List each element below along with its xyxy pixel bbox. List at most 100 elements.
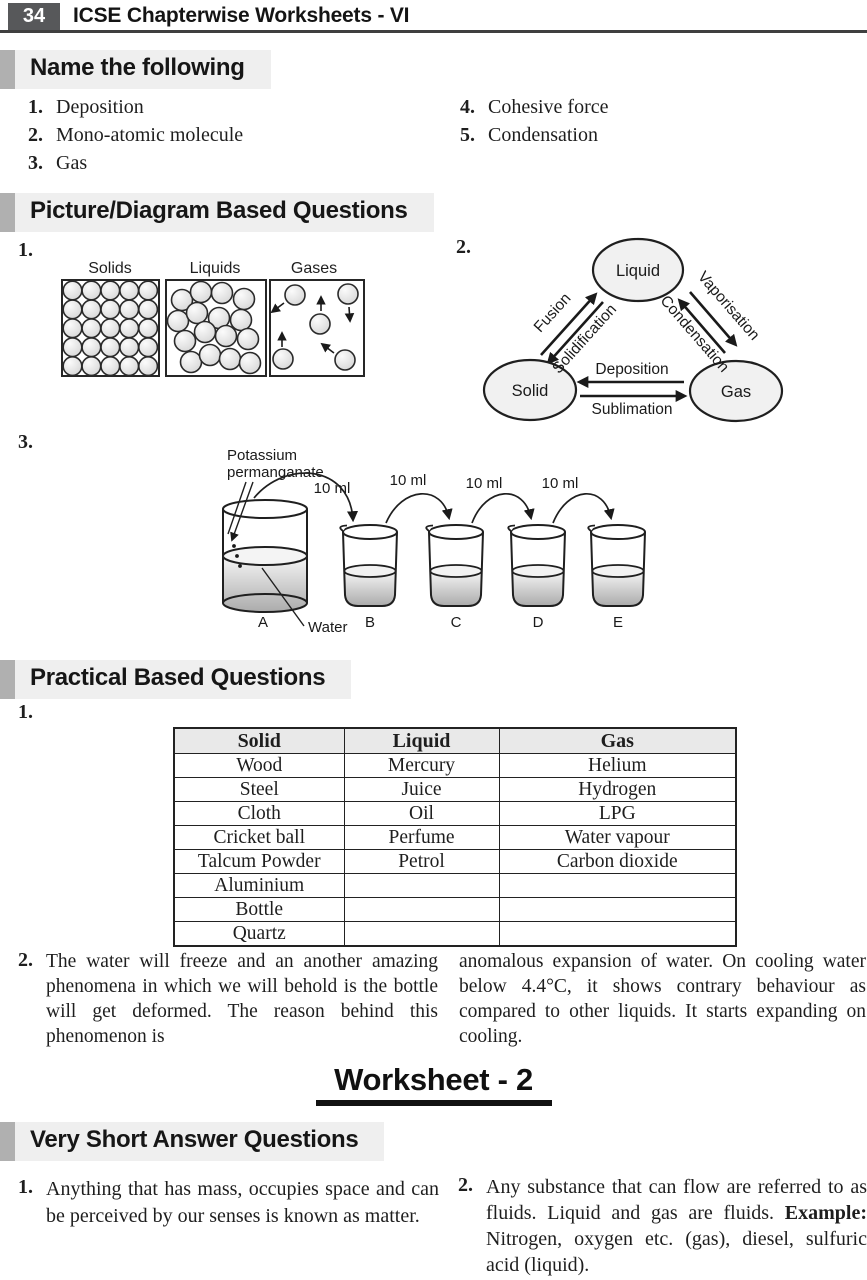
state-change-triangle-diagram: Liquid Solid Gas Fusion Solidification V… xyxy=(482,237,784,423)
table-header-row: Solid Liquid Gas xyxy=(173,727,737,754)
liquids-label: Liquids xyxy=(190,260,241,277)
column-header: Solid xyxy=(173,727,345,754)
liquid-particles xyxy=(166,280,262,375)
cell: Petrol xyxy=(343,849,500,874)
item-text: Deposition xyxy=(56,96,144,118)
solid-particles xyxy=(62,280,159,377)
volume-label: 10 ml xyxy=(542,475,579,492)
worksheet-title: Worksheet - 2 xyxy=(334,1062,533,1097)
cell: Quartz xyxy=(173,921,345,947)
transfer-arc-4 xyxy=(552,493,615,524)
cell: Helium xyxy=(498,753,737,778)
section-heading-label: Picture/Diagram Based Questions xyxy=(15,193,434,232)
water-pointer-line xyxy=(261,567,305,627)
page-number-badge: 34 xyxy=(8,3,60,30)
question-number: 1. xyxy=(18,701,33,723)
question-number: 1. xyxy=(18,239,33,261)
substance-label-line1: Potassium xyxy=(227,447,297,464)
condensation-arrow xyxy=(677,298,726,354)
solids-label: Solids xyxy=(88,260,132,277)
cell xyxy=(343,873,500,898)
volume-label: 10 ml xyxy=(390,472,427,489)
answer-text-part: Any substance that can flow are referred… xyxy=(486,1176,867,1224)
column-header: Liquid xyxy=(343,727,500,754)
volume-label: 10 ml xyxy=(466,475,503,492)
item-number: 4. xyxy=(460,96,475,118)
substance-label-line2: permanganate xyxy=(227,464,324,481)
cell: Talcum Powder xyxy=(173,849,345,874)
sublimation-label: Sublimation xyxy=(592,401,673,418)
worksheet-title-block: Worksheet - 2 xyxy=(0,1062,867,1106)
book-title: ICSE Chapterwise Worksheets - VI xyxy=(73,4,410,27)
header-rule xyxy=(0,30,867,33)
section-heading-label: Name the following xyxy=(15,50,271,89)
cell xyxy=(498,897,737,922)
transfer-arc-1 xyxy=(253,472,359,523)
vessel-label: B xyxy=(365,614,375,631)
cell: Wood xyxy=(173,753,345,778)
fusion-label: Fusion xyxy=(531,290,575,336)
cell: Mercury xyxy=(343,753,500,778)
dilution-experiment-diagram: Potassium permanganate 10 ml 10 ml 10 ml… xyxy=(222,447,646,636)
states-of-matter-particle-diagram: Solids Liquids Gases xyxy=(61,260,365,377)
list-item: 2. Mono-atomic molecule xyxy=(28,124,243,147)
table-row: Aluminium xyxy=(173,873,737,898)
item-number: 2. xyxy=(28,124,43,146)
item-text: Mono-atomic molecule xyxy=(56,124,244,146)
practical-q2-left: 2. The water will freeze and an another … xyxy=(18,949,438,1049)
worksheet-title-underline xyxy=(315,1100,552,1106)
section-heading-practical: Practical Based Questions xyxy=(0,660,352,699)
cell: Bottle xyxy=(173,897,345,922)
cell: Juice xyxy=(343,777,500,802)
table-row: Bottle xyxy=(173,897,737,922)
transfer-arc-2 xyxy=(385,493,453,524)
volume-label: 10 ml xyxy=(314,480,351,497)
liquid-label: Liquid xyxy=(616,262,660,280)
item-text: Gas xyxy=(56,152,88,174)
pointer-arrow xyxy=(230,481,254,542)
cell: Cricket ball xyxy=(173,825,345,850)
item-number: 5. xyxy=(460,124,475,146)
cell: Water vapour xyxy=(498,825,737,850)
cell xyxy=(498,921,737,947)
fusion-arrow xyxy=(540,292,598,356)
list-item: 5. Condensation xyxy=(460,124,609,147)
list-item: 4. Cohesive force xyxy=(460,96,609,119)
answer-text-part: Nitrogen, oxygen etc. (gas), diesel, sul… xyxy=(486,1228,867,1276)
vessel-label: A xyxy=(258,614,268,631)
solid-label: Solid xyxy=(512,382,549,400)
section-heading-picture-diagram: Picture/Diagram Based Questions xyxy=(0,193,434,232)
table-row: Quartz xyxy=(173,921,737,947)
cell: Hydrogen xyxy=(498,777,737,802)
question-number: 1. xyxy=(18,1176,33,1198)
section-tab xyxy=(0,1122,15,1161)
question-number: 3. xyxy=(18,431,33,453)
list-item: 1. Deposition xyxy=(28,96,243,119)
practical-q2-right: anomalous expansion of water. On cooling… xyxy=(459,951,866,1047)
solidification-arrow xyxy=(546,301,604,365)
vaporisation-arrow xyxy=(689,291,738,347)
beakers xyxy=(339,524,646,607)
pointer-line xyxy=(227,481,247,535)
column-header: Gas xyxy=(498,727,737,754)
name-following-left-column: 1. Deposition 2. Mono-atomic molecule 3.… xyxy=(28,96,243,180)
cell: Oil xyxy=(343,801,500,826)
cell xyxy=(498,873,737,898)
cell: Cloth xyxy=(173,801,345,826)
answer-text: Anything that has mass, occupies space a… xyxy=(46,1178,439,1227)
question-number: 2. xyxy=(18,949,33,971)
cell: Perfume xyxy=(343,825,500,850)
solid-node xyxy=(482,358,578,422)
list-item: 3. Gas xyxy=(28,152,243,175)
name-following-right-column: 4. Cohesive force 5. Condensation xyxy=(460,96,609,152)
vessel-label: C xyxy=(451,614,462,631)
liquid-node xyxy=(591,237,685,303)
section-heading-vsaq: Very Short Answer Questions xyxy=(0,1122,385,1161)
vsaq-q2: 2. Any substance that can flow are refer… xyxy=(458,1174,867,1278)
gas-node xyxy=(688,359,784,423)
section-heading-name-the-following: Name the following xyxy=(0,50,271,89)
